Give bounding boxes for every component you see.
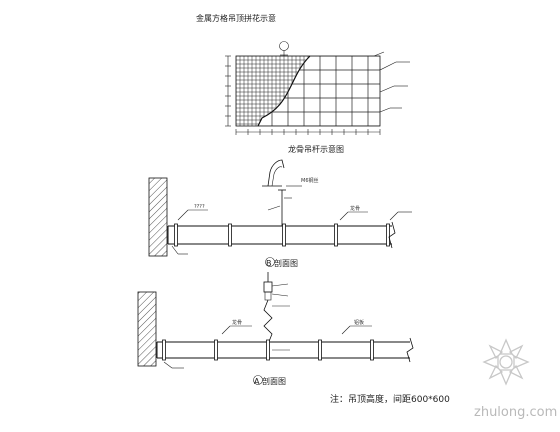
- section-b-caption: B 剖面图: [265, 257, 298, 268]
- hanger-detail-drawing: [262, 159, 285, 187]
- section-a-hanger-assembly: [263, 272, 290, 351]
- plan-drawing: [225, 51, 410, 135]
- zhulong-flower-logo-icon: [482, 338, 530, 386]
- section-b-panel-strip: [167, 221, 396, 249]
- plan-title: 金属方格吊顶拼花示意: [196, 13, 276, 23]
- plan-right-leaders: [373, 51, 410, 113]
- fine-grid-region: [236, 56, 310, 126]
- watermark: zhulong.com: [474, 338, 557, 420]
- section-a-drawing: 龙骨 铝板: [137, 272, 414, 369]
- coarse-grid-region: [258, 56, 380, 126]
- section-a-panel-strip: [156, 337, 414, 363]
- section-a-wall: [137, 291, 157, 367]
- section-a-title: A 剖面图: [254, 376, 286, 386]
- plan-left-ticks: [225, 55, 231, 127]
- hanger-detail-title: 龙骨吊杆示意图: [288, 144, 344, 154]
- section-b-label-left: ????: [194, 204, 205, 210]
- plan-dimension-ticks: [235, 129, 381, 135]
- section-b-title: B 剖面图: [266, 258, 298, 268]
- drawing-note: 注：吊顶高度，间距600*600: [330, 393, 450, 405]
- watermark-text: zhulong.com: [474, 405, 557, 420]
- plan-section-marker: [279, 41, 289, 56]
- section-b-wall: [148, 177, 168, 257]
- section-b-label-center: M6钢丝: [301, 177, 319, 184]
- plan-curve-boundary: [257, 55, 311, 127]
- section-a-label-right: 铝板: [354, 319, 364, 326]
- section-b-drawing: ???? M6钢丝 龙骨: [148, 177, 412, 257]
- section-a-label-left: 龙骨: [232, 319, 242, 326]
- section-a-caption: A 剖面图: [253, 375, 286, 386]
- section-b-label-right: 龙骨: [350, 205, 360, 212]
